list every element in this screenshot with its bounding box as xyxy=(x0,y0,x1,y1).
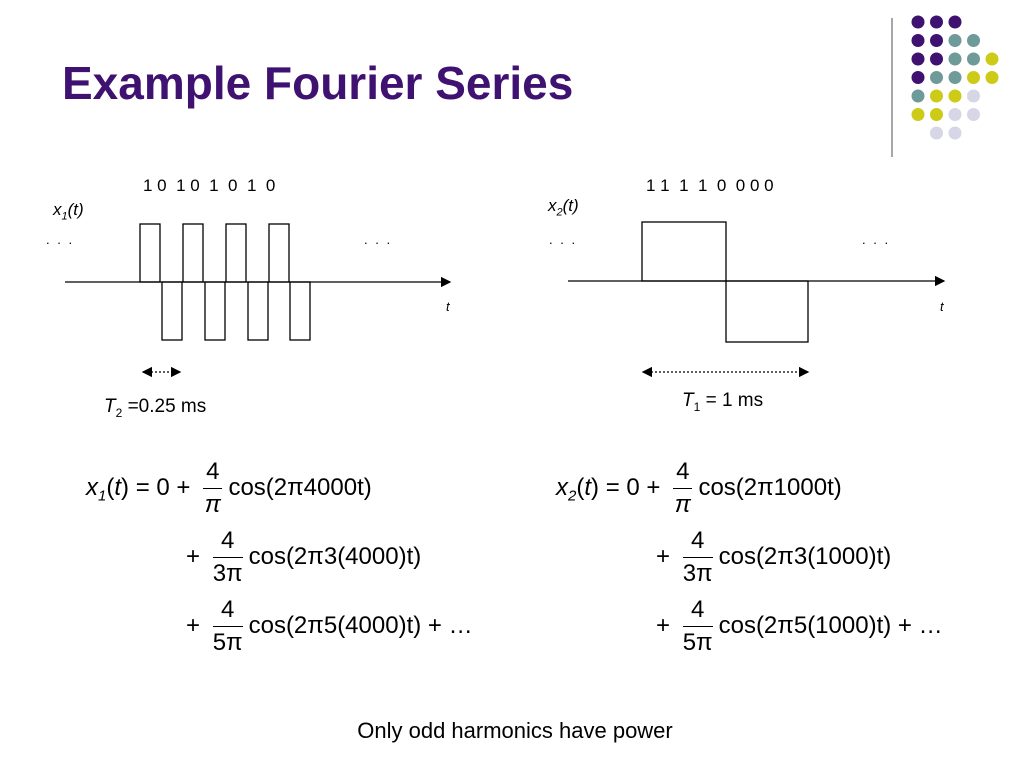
decorative-dot xyxy=(948,52,962,66)
decorative-dot xyxy=(948,89,962,103)
decorative-dot xyxy=(911,34,925,47)
left-ellipsis-end: . . . xyxy=(364,232,393,247)
pulse-negative xyxy=(725,280,809,343)
right-signal-label: x2(t) xyxy=(548,196,579,219)
decorative-dot xyxy=(948,34,962,47)
slide-title: Example Fourier Series xyxy=(62,57,574,109)
left-bit-sequence: 1 0 1 0 1 0 1 0 xyxy=(143,176,276,195)
decorative-dot xyxy=(967,108,980,121)
decorative-dot xyxy=(985,52,999,66)
pulse-positive xyxy=(641,221,727,282)
decorative-dot xyxy=(911,89,925,103)
right-ellipsis-start: . . . xyxy=(549,232,578,247)
pulse-positive xyxy=(225,223,247,283)
right-axis-label: t xyxy=(940,299,944,314)
pulse-negative xyxy=(247,281,269,341)
decorative-dot xyxy=(948,126,962,140)
right-bit-sequence: 1 1 1 1 0 0 0 0 xyxy=(646,176,774,195)
pulse-positive xyxy=(182,223,204,283)
left-ellipsis-start: . . . xyxy=(46,232,75,247)
footnote: Only odd harmonics have power xyxy=(357,718,673,743)
decorative-dot xyxy=(967,34,980,47)
right-waveform xyxy=(568,221,946,378)
decorative-dot xyxy=(930,34,943,47)
left-signal-label: x1(t) xyxy=(53,200,84,223)
decorative-dot xyxy=(930,126,943,140)
pulse-positive xyxy=(268,223,290,283)
decorative-dot xyxy=(930,52,943,66)
decorative-dot xyxy=(930,71,943,84)
decorative-dot xyxy=(967,52,980,66)
decorative-dot xyxy=(911,52,925,66)
decorative-dot xyxy=(967,71,980,84)
pulse-positive xyxy=(139,223,161,283)
decorative-dot xyxy=(911,71,925,84)
decorative-dot xyxy=(985,71,999,84)
pulse-negative xyxy=(204,281,226,341)
right-ellipsis-end: . . . xyxy=(862,232,891,247)
decorative-dot xyxy=(948,108,962,121)
pulse-negative xyxy=(289,281,311,341)
left-period-label: T2 =0.25 ms xyxy=(104,396,207,420)
decorative-dot xyxy=(930,108,943,121)
decorative-dot xyxy=(967,89,980,103)
decorative-dot xyxy=(948,15,962,29)
decorative-dot xyxy=(948,71,962,84)
left-waveform xyxy=(65,223,452,378)
decorative-dot xyxy=(930,89,943,103)
right-period-label: T1 = 1 ms xyxy=(682,390,764,414)
pulse-negative xyxy=(161,281,183,341)
decorative-dot xyxy=(911,108,925,121)
left-axis-label: t xyxy=(446,299,450,314)
decorative-dot xyxy=(911,15,925,29)
decorative-dot xyxy=(930,15,943,29)
